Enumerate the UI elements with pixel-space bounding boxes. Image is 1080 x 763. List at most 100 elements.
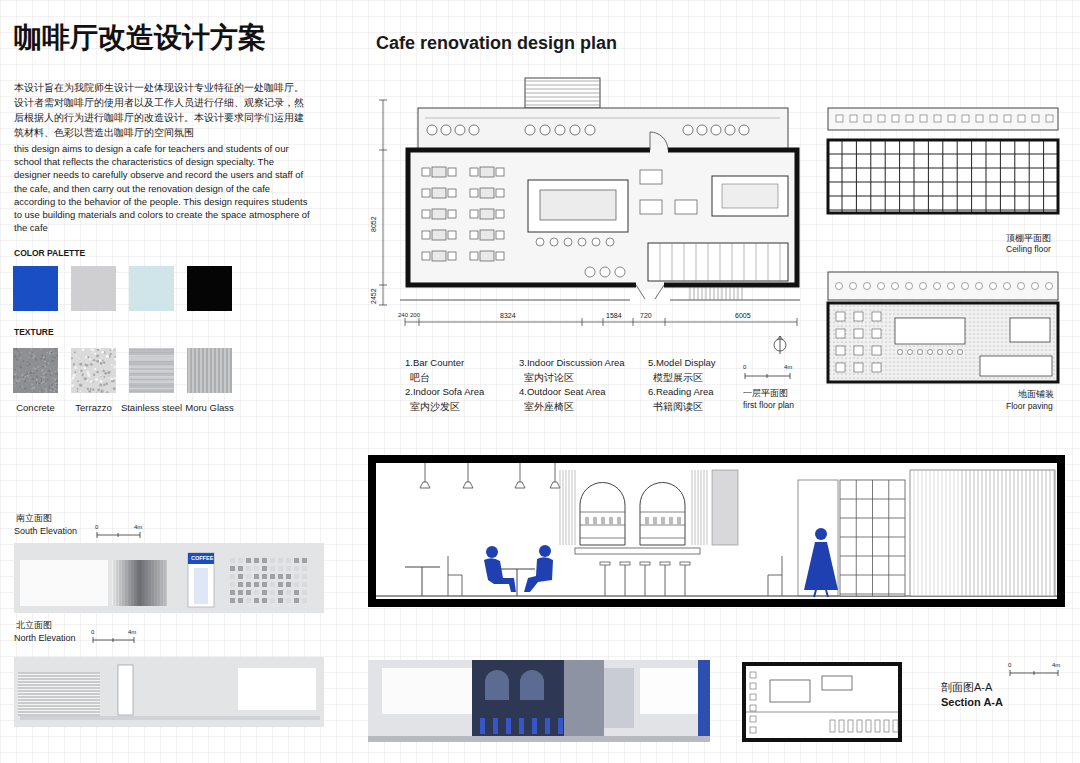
slat xyxy=(1038,470,1039,596)
palette-swatch xyxy=(187,266,232,311)
slat xyxy=(954,470,955,596)
texture-chip xyxy=(79,363,82,366)
glass-line xyxy=(156,560,157,606)
terrace xyxy=(828,272,1058,300)
scale-number: 0 xyxy=(743,364,746,371)
bar-stool xyxy=(536,238,544,246)
texture-grain xyxy=(54,348,55,349)
facade-tile xyxy=(238,566,243,571)
texture-chip xyxy=(90,348,92,350)
texture-chip xyxy=(109,371,110,372)
texture-brush xyxy=(129,388,174,389)
facade-tile xyxy=(270,598,275,603)
render-floor xyxy=(368,736,710,742)
outdoor-seat xyxy=(962,115,969,122)
table xyxy=(480,188,494,198)
sofa xyxy=(496,231,504,239)
texture-brush xyxy=(129,349,174,350)
pendant-lamp xyxy=(515,482,525,488)
shelf-line xyxy=(660,243,661,281)
description: 本设计旨在为我院师生设计一处体现设计专业特征的一处咖啡厅。设计者需对咖啡厅的使用… xyxy=(14,80,306,140)
slat-wall xyxy=(910,470,1055,596)
slat xyxy=(575,470,576,545)
key-plan-seat xyxy=(750,683,756,689)
texture-chip xyxy=(91,352,92,353)
facade-tile xyxy=(302,566,307,571)
texture-grain xyxy=(42,389,43,391)
texture-grain xyxy=(28,357,29,358)
texture-grain xyxy=(30,372,32,374)
sofa xyxy=(448,231,456,239)
texture-chip xyxy=(71,380,72,382)
facade-tile xyxy=(262,574,267,579)
ceiling-grid xyxy=(914,141,915,212)
texture-chip xyxy=(114,366,116,368)
texture-sample: Terrazzo xyxy=(71,348,116,413)
facade-tile xyxy=(238,558,243,563)
slat xyxy=(707,470,708,545)
render-stool xyxy=(506,718,511,734)
outdoor-seat xyxy=(441,125,451,135)
texture-grain xyxy=(15,348,17,350)
legend-item: 3.Indoor Discussion Area xyxy=(519,357,625,368)
glass-line xyxy=(126,560,127,606)
texture-chip xyxy=(85,356,87,358)
slat xyxy=(986,470,987,596)
texture-chip xyxy=(96,371,99,374)
facade-tile xyxy=(278,582,283,587)
pendant-lamp xyxy=(550,482,560,488)
outdoor-seat xyxy=(836,283,843,290)
texture-grain xyxy=(14,369,16,370)
key-plan-wall xyxy=(744,664,900,740)
sofa xyxy=(836,363,845,372)
outdoor-hatch xyxy=(706,287,707,300)
texture-grain xyxy=(46,390,47,392)
arch-shelf xyxy=(580,512,625,513)
texture-grain xyxy=(48,370,50,372)
texture-chip xyxy=(110,353,112,355)
bar-stool xyxy=(564,238,572,246)
description: this design aims to design a cafe for te… xyxy=(14,142,310,234)
texture-grain xyxy=(45,381,47,382)
bar-stool xyxy=(918,350,923,355)
texture-brush xyxy=(129,354,174,355)
texture-grain xyxy=(55,374,57,375)
glass-line xyxy=(135,560,136,606)
sofa xyxy=(422,168,430,176)
texture-grain xyxy=(52,360,54,361)
drawing-caption: 北立面图 xyxy=(16,620,52,631)
texture-grain xyxy=(32,352,33,353)
texture-grain xyxy=(14,374,16,376)
facade-tile xyxy=(286,598,291,603)
drawing-caption: 剖面图A-A xyxy=(941,681,992,694)
texture-chip xyxy=(73,363,75,365)
sofa xyxy=(854,346,863,355)
texture-grain xyxy=(33,354,35,355)
texture-grain xyxy=(33,373,35,374)
texture-grain xyxy=(31,370,32,372)
texture-grain xyxy=(55,383,57,384)
texture-grain xyxy=(41,354,42,356)
scale-number: 4m xyxy=(1052,662,1060,669)
texture-grain xyxy=(43,356,45,358)
texture-ground xyxy=(129,348,174,393)
texture-chip xyxy=(102,360,104,362)
texture-flute xyxy=(195,348,196,393)
texture-grain xyxy=(37,383,38,385)
table xyxy=(432,167,446,177)
slat xyxy=(1026,470,1027,596)
key-plan-shelf xyxy=(893,720,898,732)
glass-grid xyxy=(840,480,905,596)
texture-grain xyxy=(49,387,50,389)
texture-chip xyxy=(103,362,106,365)
texture-chip xyxy=(73,374,76,377)
texture-chip xyxy=(77,391,78,392)
texture-chip xyxy=(82,348,85,351)
sofa xyxy=(448,168,456,176)
stair-tread xyxy=(525,101,600,102)
slat xyxy=(926,470,927,596)
section-render xyxy=(368,660,710,742)
texture-grain xyxy=(41,377,42,379)
sofa xyxy=(448,252,456,260)
bar-stool xyxy=(640,562,650,565)
